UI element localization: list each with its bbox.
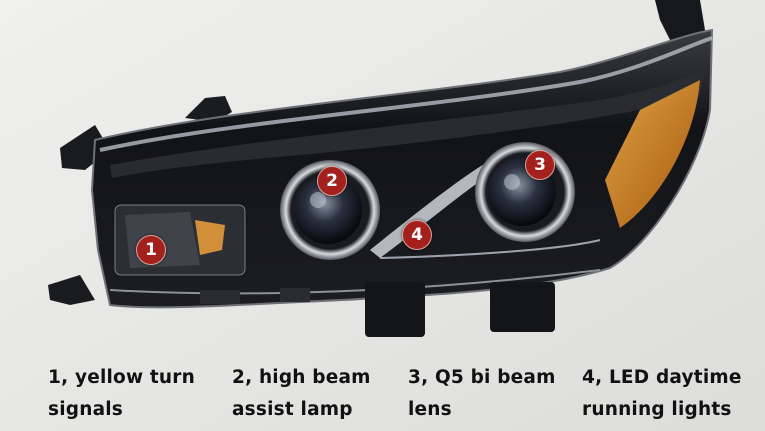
caption-high-beam: 2, high beam assist lamp [232,367,371,420]
marker-1: 1 [136,235,166,265]
marker-3: 3 [525,150,555,180]
amber-side-marker [605,80,700,228]
caption-bi-beam-lens: 3, Q5 bi beam lens [408,367,556,420]
upper-reflector [110,70,705,178]
marker-4: 4 [402,220,432,250]
bottom-connector-left [365,282,425,337]
caption-daytime-lights: 4, LED daytime running lights [582,367,742,420]
drl-lower-line [379,239,601,259]
headlight-housing [90,28,714,309]
caption-turn-signals: 1, yellow turn signals [48,367,195,420]
bottom-connector-right [490,282,555,332]
left-bottom-bracket [48,275,95,305]
projector-lens-left [294,176,362,244]
chrome-trim [99,36,713,152]
top-bracket [185,96,232,122]
bottom-lens-edge [109,269,601,295]
marker-2: 2 [317,166,347,196]
turn-signal-bulb [195,220,225,255]
